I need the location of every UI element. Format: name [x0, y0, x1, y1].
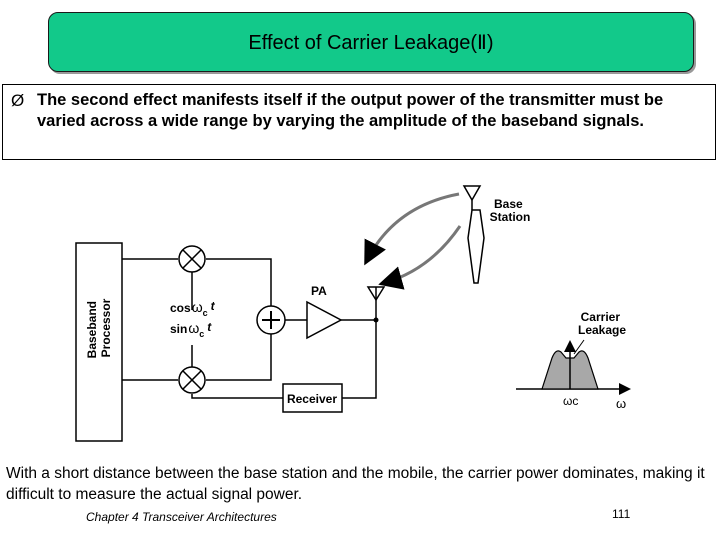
caption-text: With a short distance between the base s… — [6, 465, 705, 503]
slide-title: Effect of Carrier Leakage(Ⅱ) — [248, 31, 494, 54]
bullet-arrow-icon: Ø — [11, 91, 25, 110]
downlink-arrow — [378, 225, 462, 290]
junction-dot — [373, 317, 379, 323]
footer-chapter: Chapter 4 Transceiver Architectures — [86, 510, 277, 524]
base-station-label: Base Station — [490, 197, 531, 224]
carrier-leakage-pointer — [573, 339, 585, 355]
bullet-box: Ø The second effect manifests itself if … — [2, 84, 716, 160]
base-station-antenna-icon — [462, 185, 485, 284]
pa-label: PA — [311, 284, 327, 298]
baseband-processor-block — [75, 242, 123, 442]
baseband-label: Baseband Processor — [85, 298, 113, 359]
wires — [122, 258, 377, 399]
axis-omega-label: ω — [616, 396, 626, 411]
power-amplifier — [306, 300, 343, 340]
carrier-leakage-label: Carrier Leakage — [578, 310, 626, 337]
lower-mixer-icon — [178, 366, 206, 394]
uplink-arrow — [364, 192, 460, 266]
title-box: Effect of Carrier Leakage(Ⅱ) — [48, 12, 694, 72]
receiver-block — [282, 383, 343, 413]
page-number: 111 — [612, 507, 631, 521]
axis-omega-c-label: ωc — [563, 394, 578, 408]
adder-icon — [256, 305, 286, 335]
bullet-text: The second effect manifests itself if th… — [37, 91, 664, 130]
upper-mixer-icon — [178, 245, 206, 273]
receiver-label: Receiver — [287, 392, 337, 406]
mobile-antenna-icon — [366, 286, 386, 302]
